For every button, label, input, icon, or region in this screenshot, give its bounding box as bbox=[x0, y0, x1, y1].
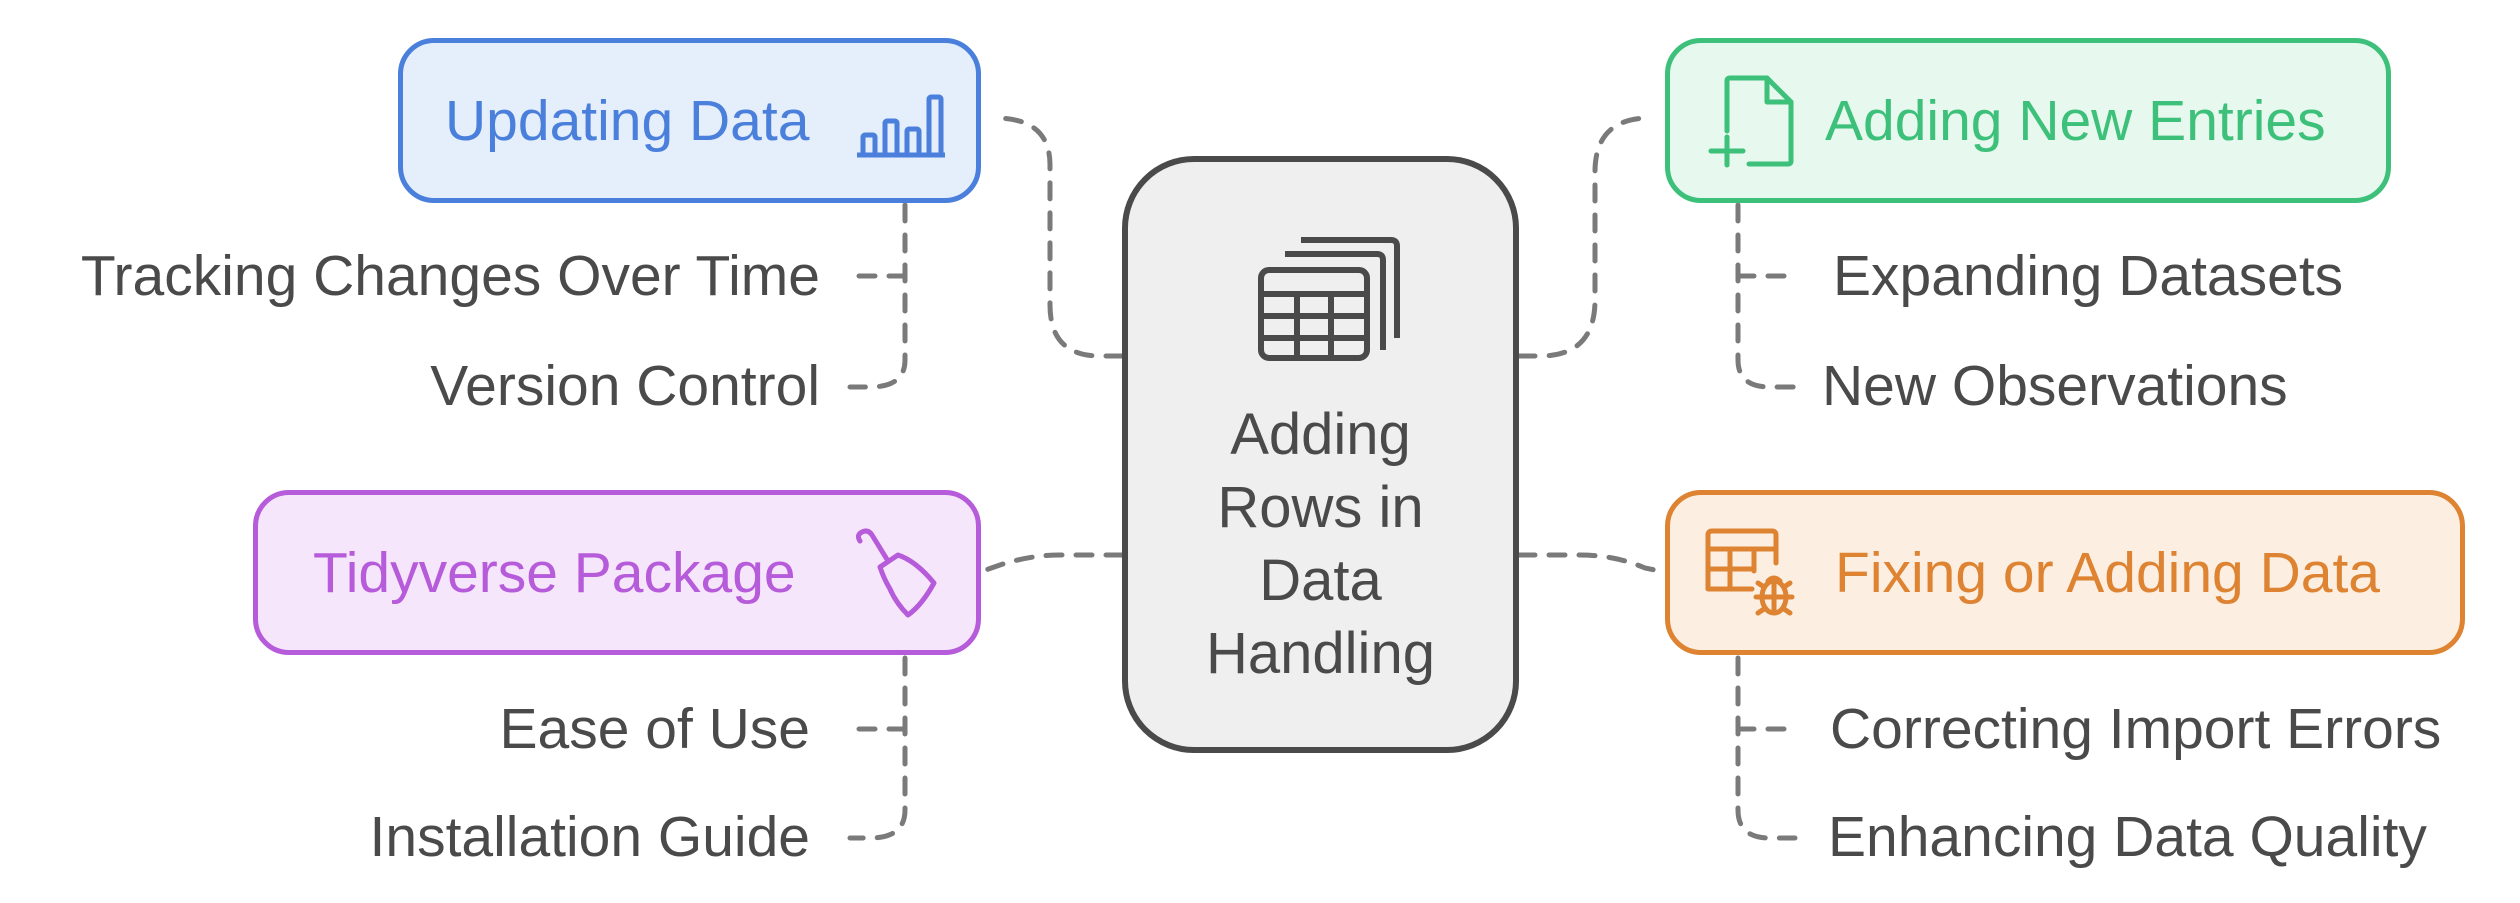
center-label-line: Data bbox=[1259, 548, 1382, 613]
node-fixing-or-adding-data: Fixing or Adding Data bbox=[1665, 490, 2465, 655]
bar-chart-icon bbox=[857, 94, 945, 158]
center-label: Adding Rows in Data Handling bbox=[1128, 398, 1513, 690]
center-node: Adding Rows in Data Handling bbox=[1122, 156, 1519, 753]
connector-adding-children bbox=[1735, 202, 1798, 390]
connector-fixing-children bbox=[1735, 655, 1798, 841]
sub-item-expanding-datasets: Expanding Datasets bbox=[1833, 244, 2344, 308]
sub-item-correcting-import-errors: Correcting Import Errors bbox=[1830, 697, 2442, 761]
connector-tidyverse bbox=[977, 552, 1125, 575]
node-title: Tidyverse Package bbox=[313, 540, 796, 605]
connector-tidyverse-children bbox=[847, 655, 908, 841]
connector-adding bbox=[1516, 115, 1653, 359]
broom-icon bbox=[855, 528, 937, 618]
sub-item-version-control: Version Control bbox=[430, 354, 820, 418]
center-label-line: Handling bbox=[1206, 621, 1435, 686]
center-label-line: Rows in bbox=[1217, 475, 1424, 540]
file-plus-icon bbox=[1708, 75, 1794, 168]
table-bug-icon bbox=[1705, 528, 1795, 616]
node-title: Adding New Entries bbox=[1825, 88, 2326, 153]
node-title: Updating Data bbox=[445, 88, 810, 153]
connector-fixing bbox=[1516, 552, 1668, 575]
connector-updating bbox=[992, 115, 1125, 359]
sub-item-new-observations: New Observations bbox=[1822, 354, 2288, 418]
connector-updating-children bbox=[847, 202, 908, 390]
center-label-line: Adding bbox=[1230, 402, 1411, 467]
node-tidyverse-package: Tidyverse Package bbox=[253, 490, 981, 655]
node-updating-data: Updating Data bbox=[398, 38, 981, 203]
sub-item-tracking-changes: Tracking Changes Over Time bbox=[80, 244, 820, 308]
sub-item-enhancing-data-quality: Enhancing Data Quality bbox=[1828, 805, 2427, 869]
node-title: Fixing or Adding Data bbox=[1835, 540, 2380, 605]
sub-item-installation-guide: Installation Guide bbox=[369, 805, 810, 869]
sub-item-ease-of-use: Ease of Use bbox=[499, 697, 811, 761]
table-stack-icon bbox=[1258, 237, 1400, 361]
node-adding-new-entries: Adding New Entries bbox=[1665, 38, 2391, 203]
